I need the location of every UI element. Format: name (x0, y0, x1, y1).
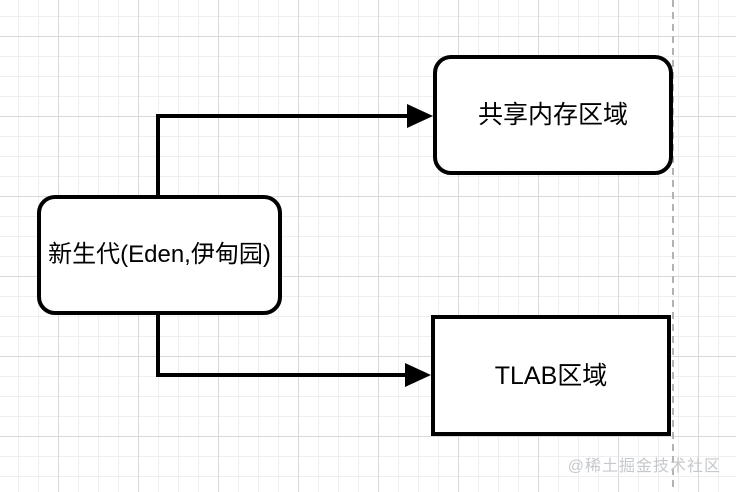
watermark-text: @稀土掘金技术社区 (567, 458, 721, 475)
edge-segment-horizontal (156, 114, 409, 118)
node-eden-label: 新生代(Eden,伊甸园) (48, 240, 271, 268)
page-break-dashed-line (672, 0, 674, 492)
arrow-head-icon (407, 104, 433, 128)
edge-segment-vertical (156, 313, 160, 377)
node-tlab: TLAB区域 (431, 315, 671, 436)
node-shared-memory: 共享内存区域 (433, 55, 673, 175)
edge-segment-horizontal (156, 373, 407, 377)
node-shared-memory-label: 共享内存区域 (477, 101, 628, 129)
node-tlab-label: TLAB区域 (494, 361, 608, 390)
node-eden: 新生代(Eden,伊甸园) (37, 195, 282, 315)
edge-segment-vertical (156, 114, 160, 197)
arrow-head-icon (405, 363, 431, 387)
